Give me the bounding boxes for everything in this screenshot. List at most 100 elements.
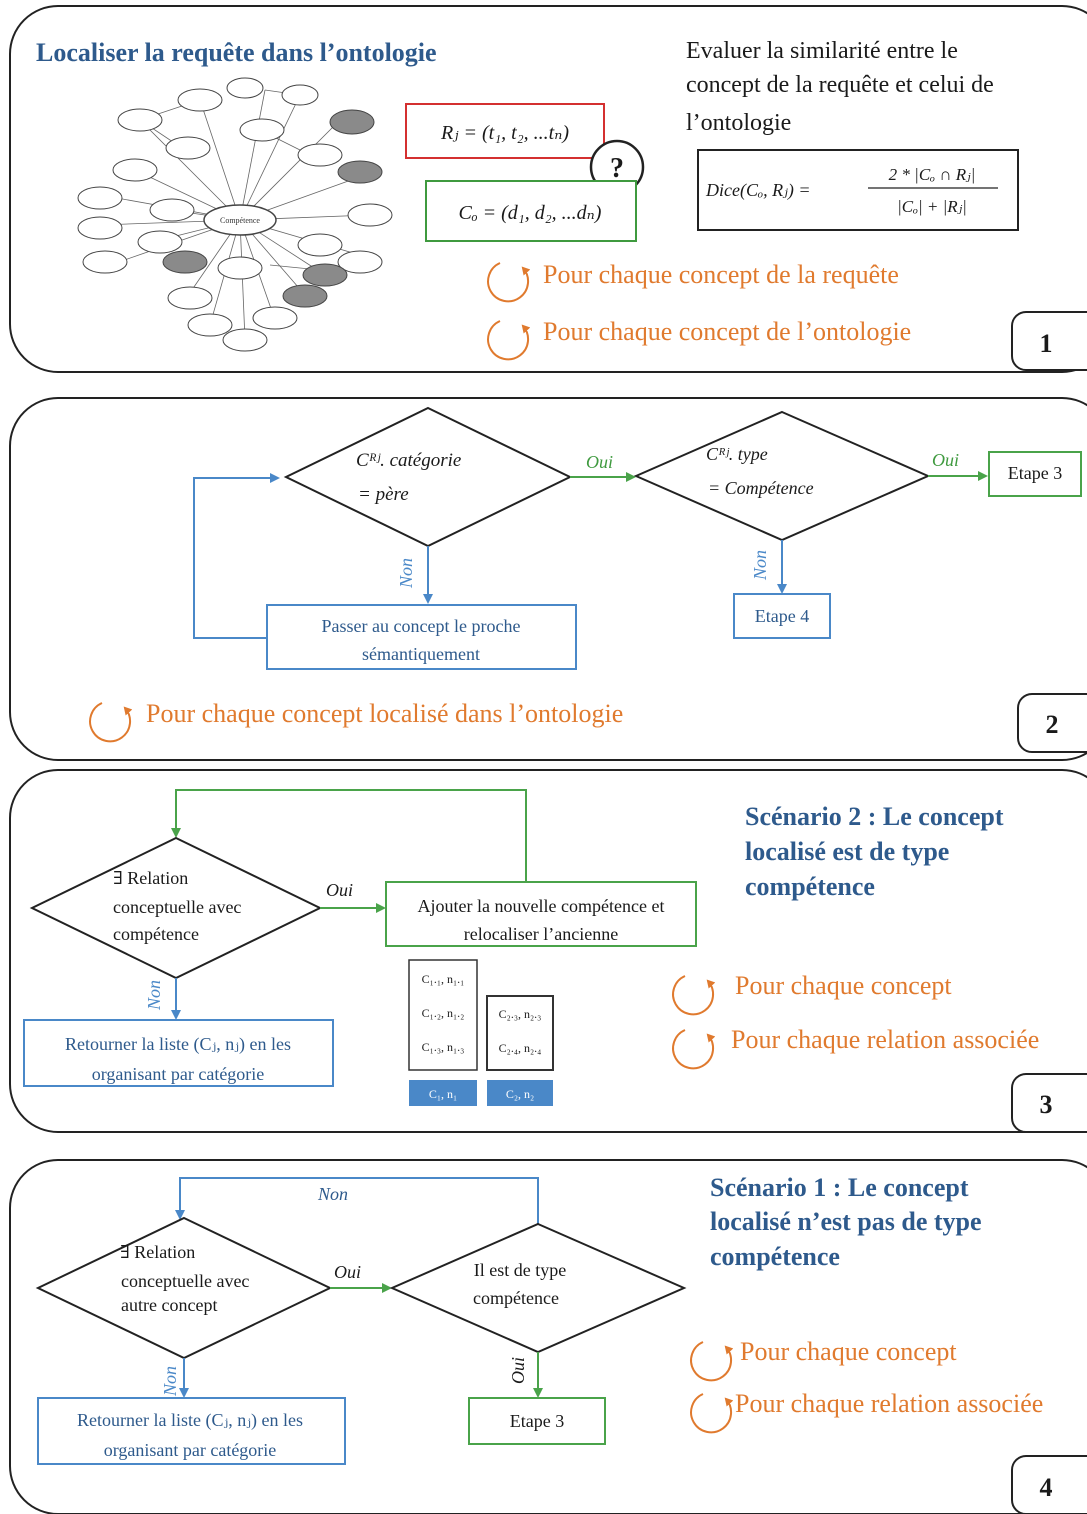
- dice-lhs: Dice(Cₒ, Rⱼ) =: [705, 180, 811, 201]
- etape-3-box-4: [468, 1397, 606, 1445]
- loop-icon: [89, 702, 133, 743]
- panel-2: Cᴿʲ. catégorie = père Cᴿʲ. type = Compét…: [9, 397, 1087, 761]
- loop-ontologie: Pour chaque concept de l’ontologie: [543, 317, 911, 346]
- retourner-4-line-1: Retourner la liste (Cⱼ, nⱼ) en les: [77, 1410, 303, 1431]
- label-oui-4a: Oui: [334, 1262, 361, 1282]
- passer-line-2: sémantiquement: [362, 644, 480, 664]
- label-non-top: Non: [317, 1184, 348, 1204]
- panel-3: ∃ Relation conceptuelle avec compétence …: [9, 769, 1087, 1133]
- panel-1-title: Localiser la requête dans l’ontologie: [36, 38, 437, 67]
- decision-3-line-3: compétence: [113, 924, 199, 944]
- retourner-3-line-1: Retourner la liste (Cⱼ, nⱼ) en les: [65, 1034, 291, 1055]
- ontology-center-label: Compétence: [220, 216, 260, 225]
- label-oui-1: Oui: [586, 452, 613, 472]
- etape-3-box: [988, 451, 1082, 497]
- label-non-3: Non: [144, 980, 164, 1011]
- etape-4-box: [733, 593, 831, 639]
- ajouter-competence-box: [385, 881, 697, 947]
- ajouter-line-1: Ajouter la nouvelle compétence et: [418, 896, 665, 916]
- decision-type-line-1: Cᴿʲ. type: [706, 444, 768, 464]
- etape-3-label-4: Etape 3: [510, 1411, 564, 1431]
- eval-line-3: l’ontologie: [686, 110, 791, 136]
- stack-2-item: C₂.₄, n₂.₄: [499, 1041, 542, 1055]
- rj-formula: Rⱼ = (t₁, t₂, ...tₙ): [440, 122, 569, 144]
- label-non-bottom: Non: [160, 1366, 180, 1397]
- retourner-liste-box: [23, 1019, 334, 1087]
- loop-relation-4: Pour chaque relation associée: [735, 1389, 1043, 1418]
- scenario-1-line-3: compétence: [710, 1242, 840, 1271]
- loop-localise: Pour chaque concept localisé dans l’onto…: [146, 699, 623, 728]
- decision-3-line-2: conceptuelle avec: [113, 897, 241, 917]
- loop-relation-3: Pour chaque relation associée: [731, 1025, 1039, 1054]
- passer-concept-box: [266, 604, 577, 670]
- arrow-loop-back: [193, 473, 280, 639]
- panel-4: Non ∃ Relation conceptuelle avec autre c…: [9, 1159, 1087, 1514]
- loop-concept-3: Pour chaque concept: [735, 971, 952, 1000]
- label-non-2: Non: [750, 550, 770, 581]
- eval-line-2: concept de la requête et celui de: [686, 72, 994, 98]
- eval-line-1: Evaluer la similarité entre le: [686, 38, 958, 64]
- stack-2-item: C₂.₃, n₂.₃: [499, 1007, 542, 1021]
- loop-requete: Pour chaque concept de la requête: [543, 260, 899, 289]
- decision-categorie-line-2: = père: [358, 484, 409, 505]
- rj-box: [405, 103, 605, 159]
- label-non-1: Non: [396, 558, 416, 589]
- co-formula: Cₒ = (d₁, d₂, ...dₙ): [459, 202, 602, 224]
- panel-1: Localiser la requête dans l’ontologie: [9, 5, 1087, 373]
- stack-c1: C₁.₁, n₁.₁ C₁.₂, n₁.₂ C₁.₃, n₁.₃ C₁, n₁: [408, 959, 478, 1106]
- decision-4b-line-1: Il est de type: [474, 1260, 566, 1280]
- scenario-2-line-2: localisé est de type: [745, 837, 949, 866]
- ajouter-line-2: relocaliser l’ancienne: [464, 924, 618, 944]
- stack-2-label: C₂, n₂: [506, 1087, 534, 1101]
- arrow-relocaliser-loop: [171, 789, 527, 882]
- decision-categorie-line-1: Cᴿʲ. catégorie: [356, 450, 461, 471]
- stack-1-item: C₁.₃, n₁.₃: [422, 1040, 465, 1054]
- panel-4-number-tab: [1011, 1455, 1087, 1514]
- decision-4a-line-2: conceptuelle avec: [121, 1271, 249, 1291]
- dice-numerator: 2 * |Cₒ ∩ Rⱼ|: [889, 165, 976, 184]
- loop-concept-4: Pour chaque concept: [740, 1337, 957, 1366]
- dice-formula-box: [697, 149, 1019, 231]
- panel-1-number-tab: [1011, 311, 1087, 371]
- panel-2-number: 2: [1046, 710, 1059, 739]
- scenario-2-line-3: compétence: [745, 872, 875, 901]
- scenario-2-line-1: Scénario 2 : Le concept: [745, 802, 1004, 831]
- retourner-4-line-2: organisant par catégorie: [104, 1440, 277, 1460]
- panel-3-number-tab: [1011, 1073, 1087, 1133]
- etape-3-label: Etape 3: [1008, 463, 1062, 483]
- decision-4a-line-1: ∃ Relation: [120, 1242, 195, 1262]
- stack-c2: C₂.₃, n₂.₃ C₂.₄, n₂.₄ C₂, n₂: [486, 995, 554, 1106]
- panel-2-number-tab: [1017, 693, 1087, 753]
- panel-1-number: 1: [1040, 329, 1053, 358]
- loop-icon: [690, 1341, 734, 1382]
- loop-icon: [672, 975, 716, 1016]
- co-box: [425, 180, 637, 242]
- panel-3-number: 3: [1040, 1090, 1053, 1119]
- passer-line-1: Passer au concept le proche: [322, 616, 521, 636]
- loop-icon: [690, 1393, 734, 1434]
- ontology-graph-image: Compétence: [77, 77, 393, 352]
- decision-3-line-1: ∃ Relation: [113, 868, 188, 888]
- stack-1-label: C₁, n₁: [429, 1087, 457, 1101]
- etape-4-label: Etape 4: [755, 606, 809, 626]
- retourner-3-line-2: organisant par catégorie: [92, 1064, 265, 1084]
- label-oui-3: Oui: [326, 880, 353, 900]
- label-oui-4b: Oui: [508, 1357, 528, 1384]
- stack-1-item: C₁.₂, n₁.₂: [422, 1006, 465, 1020]
- question-mark: ?: [610, 153, 624, 184]
- arrow-non-top: [175, 1177, 539, 1224]
- retourner-liste-box-4: [37, 1397, 346, 1465]
- stack-1-item: C₁.₁, n₁.₁: [422, 972, 465, 986]
- panel-4-number: 4: [1040, 1473, 1053, 1502]
- dice-denominator: |Cₒ| + |Rⱼ|: [897, 197, 967, 216]
- label-oui-2: Oui: [932, 450, 959, 470]
- scenario-1-line-2: localisé n’est pas de type: [710, 1207, 982, 1236]
- decision-4a-line-3: autre concept: [121, 1295, 217, 1315]
- loop-icon: [487, 262, 531, 303]
- scenario-1-line-1: Scénario 1 : Le concept: [710, 1173, 969, 1202]
- loop-icon: [487, 320, 531, 361]
- decision-type-line-2: = Compétence: [708, 478, 814, 498]
- decision-4b-line-2: compétence: [473, 1288, 559, 1308]
- loop-icon: [672, 1029, 716, 1070]
